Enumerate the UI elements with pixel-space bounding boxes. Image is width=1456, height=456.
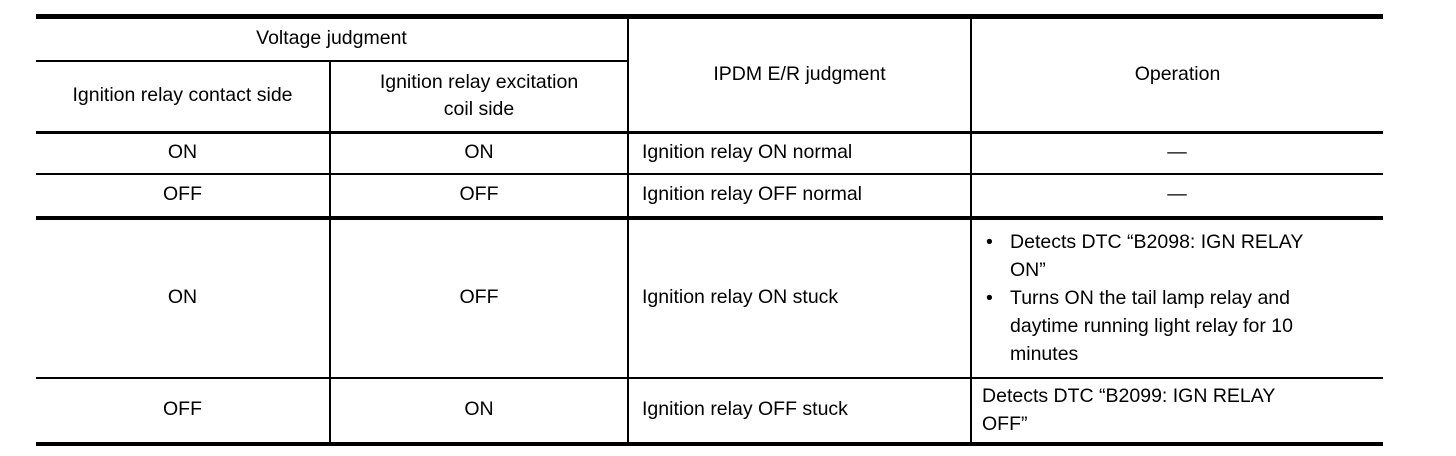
row1-contact-cell: ON — [36, 132, 331, 175]
ignition-relay-judgment-table: Voltage judgment IPDM E/R judgment Opera… — [36, 14, 1384, 446]
row2-coil-cell: OFF — [330, 173, 630, 220]
operation-bullet-text: Turns ON the tail lamp relay and daytime… — [1010, 287, 1293, 365]
row4-operation-cell: Detects DTC “B2099: IGN RELAY OFF” — [971, 378, 1383, 444]
bullet-icon: • — [986, 231, 993, 253]
bullet-icon: • — [986, 287, 993, 309]
row2-operation-cell: — — [971, 173, 1384, 220]
operation-text: Detects DTC “B2099: IGN RELAY OFF” — [982, 385, 1276, 435]
row1-operation-cell: — — [971, 132, 1384, 175]
row4-contact-cell: OFF — [36, 377, 331, 444]
operation-bullet-item: • Detects DTC “B2098: IGN RELAY ON” — [984, 228, 1375, 284]
header-coil-side: Ignition relay excitation coil side — [330, 60, 630, 134]
header-contact-side: Ignition relay contact side — [36, 60, 331, 134]
header-ipdm-judgment: IPDM E/R judgment — [628, 16, 973, 134]
header-row-sub: Ignition relay contact side Ignition rel… — [36, 60, 1383, 134]
row3-operation-cell: • Detects DTC “B2098: IGN RELAY ON” • Tu… — [971, 217, 1384, 379]
table-row: ON ON Ignition relay ON normal — — [36, 132, 1384, 175]
row3-judgment-cell: Ignition relay ON stuck — [628, 217, 973, 379]
row4-coil-cell: ON — [330, 377, 630, 444]
header-row-top: Voltage judgment IPDM E/R judgment Opera… — [36, 16, 1384, 134]
row3-contact-cell: ON — [36, 217, 331, 379]
operation-bullet-item: • Turns ON the tail lamp relay and dayti… — [984, 284, 1375, 368]
row1-judgment-cell: Ignition relay ON normal — [628, 132, 973, 175]
row3-coil-cell: OFF — [330, 217, 630, 379]
header-operation: Operation — [971, 16, 1384, 134]
row2-judgment-cell: Ignition relay OFF normal — [628, 173, 973, 220]
table-row: ON OFF Ignition relay ON stuck • Detects… — [36, 217, 1384, 379]
row4-judgment-cell: Ignition relay OFF stuck — [628, 377, 973, 444]
row1-coil-cell: ON — [330, 132, 630, 175]
row2-contact-cell: OFF — [36, 173, 331, 220]
header-voltage-judgment: Voltage judgment — [36, 16, 630, 62]
operation-bullet-text: Detects DTC “B2098: IGN RELAY ON” — [1010, 231, 1304, 281]
table-row: OFF ON Ignition relay OFF stuck Detects … — [36, 377, 1383, 444]
table-row: OFF OFF Ignition relay OFF normal — — [36, 173, 1384, 220]
